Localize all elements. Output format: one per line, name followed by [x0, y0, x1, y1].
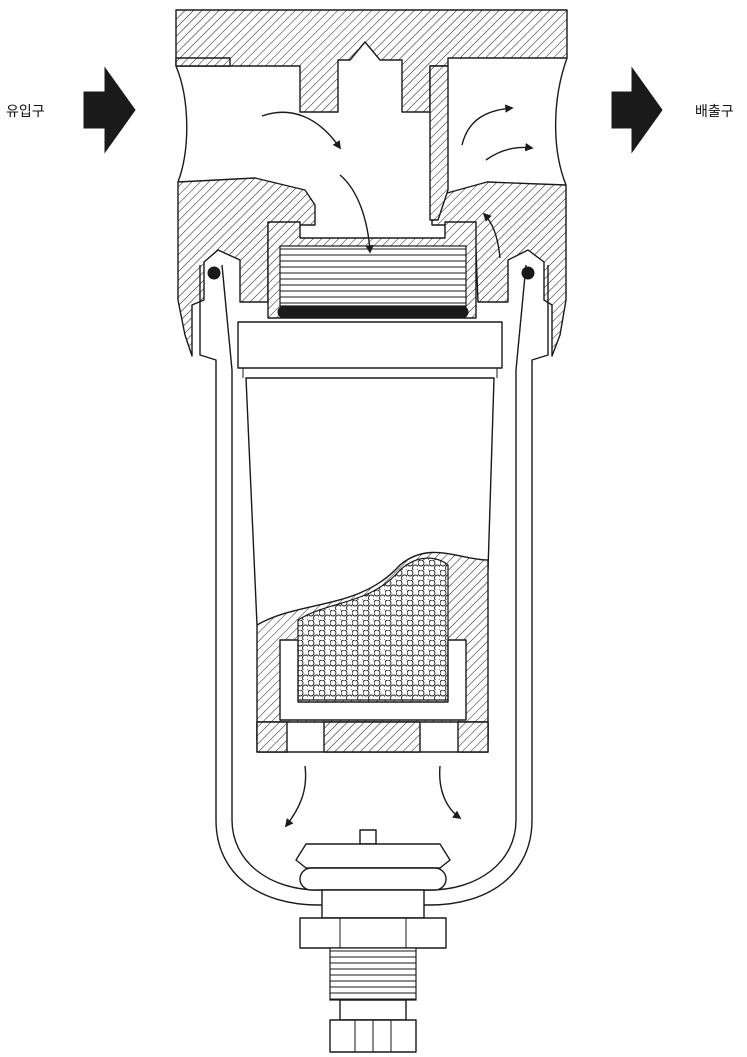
head-right-profile — [554, 57, 568, 186]
left-o-ring — [207, 266, 221, 280]
head-left-wall — [175, 57, 231, 67]
drain-nut — [299, 917, 447, 949]
drain-float — [299, 867, 447, 891]
head-left-profile — [175, 65, 188, 183]
head-top-bar — [175, 9, 568, 113]
drain-tip — [359, 829, 377, 845]
flow-arrow-out-lower-icon — [485, 143, 534, 161]
element-base-right — [457, 721, 489, 753]
seal-gasket — [277, 305, 469, 319]
drain-valve — [295, 829, 451, 1053]
element-base-center — [323, 721, 421, 753]
thread-section — [279, 245, 467, 307]
flow-arrow-drain-left-icon — [284, 765, 307, 828]
filter-beads — [297, 557, 449, 701]
flow-arrows — [83, 66, 663, 828]
drain-neck — [321, 889, 425, 919]
flow-arrow-in-icon — [261, 111, 341, 150]
outlet-label: 배출구 — [695, 104, 734, 120]
drain-thread — [329, 947, 417, 1001]
inlet-block-arrow-icon — [83, 66, 136, 154]
head-right-riser — [429, 65, 449, 221]
flow-arrow-up-icon — [482, 212, 501, 259]
inlet-label: 유입구 — [6, 104, 45, 120]
element-inner-cup — [279, 639, 467, 721]
flow-arrow-drain-right-icon — [439, 765, 462, 819]
outlet-block-arrow-icon — [611, 66, 663, 154]
filter-element — [237, 321, 503, 753]
element-top-cap — [237, 321, 503, 369]
element-base-left — [256, 721, 288, 753]
flow-arrow-out-upper-icon — [461, 104, 514, 146]
drain-cap — [295, 843, 451, 869]
drain-valve-body — [339, 999, 407, 1021]
right-o-ring — [521, 266, 535, 280]
flow-arrow-down-icon — [339, 174, 374, 254]
filter-head — [175, 9, 568, 357]
